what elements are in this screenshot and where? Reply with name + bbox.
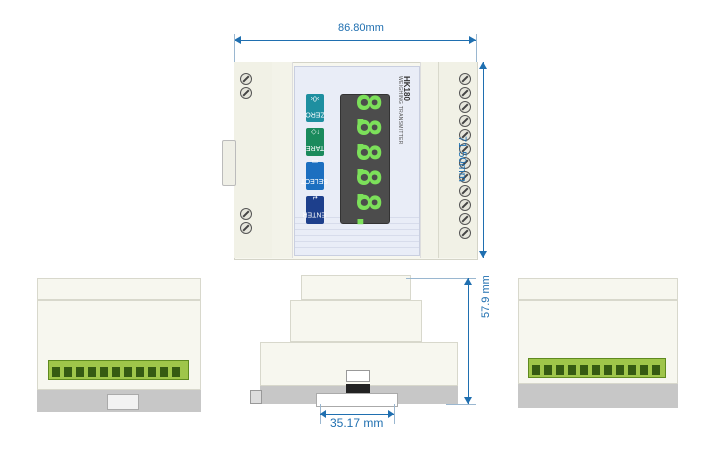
terminal-screw-icon: [459, 171, 471, 183]
rail-bracket: [316, 393, 398, 407]
height-dimension-label: 71.50mm: [456, 136, 468, 182]
terminal-screw-icon: [459, 185, 471, 197]
rail-arrow-left-icon: [320, 410, 326, 418]
height-arrow-up-icon: [479, 62, 487, 69]
terminal-screw-icon: [240, 87, 252, 99]
rail-extension-right: [394, 404, 395, 424]
enter-label: ENTER: [302, 210, 327, 218]
width-arrow-right-icon: [469, 36, 476, 44]
depth-extension-bottom: [446, 404, 476, 405]
select-symbol: ▭: [311, 157, 319, 165]
right-side-column: [420, 62, 439, 258]
terminal-screw-icon: [459, 157, 471, 169]
depth-dimension-line: [468, 278, 469, 404]
tare-button[interactable]: ↑◇ TARE: [305, 127, 324, 156]
zero-symbol: ›0‹: [310, 93, 320, 101]
led-display: 8. 8. 8. 8. 8.: [340, 93, 390, 231]
bottom-view: 57.9 mm 35.17 mm: [246, 270, 496, 430]
side-top-cover: [37, 278, 201, 300]
terminal-screw-icon: [459, 115, 471, 127]
terminal-screw-icon: [459, 129, 471, 141]
terminal-screw-icon: [240, 222, 252, 234]
right-side-view: [518, 278, 678, 408]
display-digit: 8.: [349, 192, 388, 232]
select-button[interactable]: ▭ SELECT: [301, 157, 328, 190]
terminal-screw-icon: [459, 199, 471, 211]
tare-symbol: ↑◇: [310, 127, 320, 135]
terminal-screw-icon: [459, 101, 471, 113]
front-view: 86.80mm HK180 WEIGHING TRANSMITTER 8. 8.…: [220, 22, 490, 270]
din-clip: [222, 140, 236, 186]
depth-arrow-up-icon: [464, 278, 472, 285]
select-label: SELECT: [300, 176, 329, 184]
side-base: [518, 384, 678, 408]
rail-dimension-line: [320, 414, 394, 415]
terminal-screw-icon: [240, 73, 252, 85]
width-dimension-label: 86.80mm: [338, 22, 384, 34]
height-dimension-line: [483, 62, 484, 258]
depth-extension-top: [406, 278, 476, 279]
terminal-screw-icon: [459, 227, 471, 239]
terminal-screw-icon: [459, 143, 471, 155]
terminal-strip: [48, 360, 189, 380]
height-arrow-down-icon: [479, 251, 487, 258]
width-extension-left: [234, 34, 235, 64]
release-tab: [346, 370, 370, 382]
terminal-screw-icon: [240, 208, 252, 220]
terminal-screw-icon: [459, 73, 471, 85]
width-extension-right: [476, 34, 477, 64]
tare-label: TARE: [305, 143, 324, 151]
width-arrow-left-icon: [234, 36, 241, 44]
terminal-strip: [528, 358, 666, 378]
depth-arrow-down-icon: [464, 397, 472, 404]
left-side-view: [37, 278, 201, 412]
left-side-column: [272, 62, 293, 258]
side-top-cover: [518, 278, 678, 300]
zero-label: ZERO: [305, 109, 325, 117]
depth-dimension-label: 57.9 mm: [480, 275, 492, 318]
side-latch: [250, 390, 262, 404]
bottom-middle-step: [290, 300, 422, 342]
bottom-top-step: [301, 275, 411, 300]
rail-arrow-right-icon: [388, 410, 394, 418]
rail-dimension-label: 35.17 mm: [330, 416, 384, 430]
terminal-screw-icon: [459, 87, 471, 99]
enter-symbol: ↵: [312, 193, 318, 201]
zero-button[interactable]: ›0‹ ZERO: [305, 93, 325, 122]
model-name: HK180: [402, 76, 411, 101]
terminal-screw-icon: [459, 213, 471, 225]
rail-clip: [107, 394, 139, 410]
width-dimension-line: [234, 40, 476, 41]
enter-button[interactable]: ↵ ENTER: [302, 193, 327, 224]
model-subtitle: WEIGHING TRANSMITTER: [397, 76, 403, 145]
